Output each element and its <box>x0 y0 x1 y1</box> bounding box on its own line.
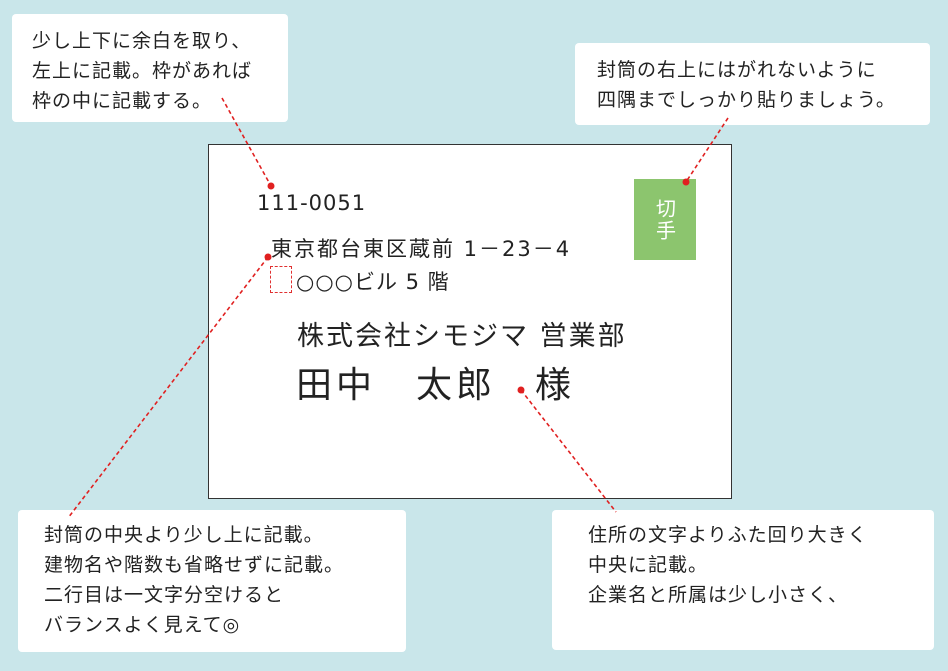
note-line: 建物名や階数も省略せずに記載。 <box>44 554 345 576</box>
note-line: 封筒の右上にはがれないように <box>597 59 877 81</box>
note-line: 四隅までしっかり貼りましょう。 <box>597 89 896 111</box>
note-line: 左上に記載。枠があれば <box>32 60 253 82</box>
leader-dot <box>267 182 275 190</box>
note-line: 二行目は一文字分空けると <box>44 584 285 606</box>
company-name: 株式会社シモジマ 営業部 <box>297 321 627 352</box>
leader-name <box>520 389 617 513</box>
note-line: 住所の文字よりふた回り大きく <box>588 524 868 546</box>
leader-stamp <box>685 117 729 183</box>
note-line: 中央に記載。 <box>588 554 709 576</box>
recipient-name: 田中 太郎 <box>296 365 497 406</box>
honorific: 様 <box>535 365 572 406</box>
leader-address <box>67 256 269 519</box>
note-address: 封筒の中央より少し上に記載。 建物名や階数も省略せずに記載。 二行目は一文字分空… <box>18 510 406 652</box>
address-line-1: 東京都台東区蔵前 1－23－4 <box>271 237 572 261</box>
note-line: 封筒の中央より少し上に記載。 <box>44 524 324 546</box>
note-recipient-name: 住所の文字よりふた回り大きく 中央に記載。 企業名と所属は少し小さく、 <box>552 510 934 650</box>
note-return-address: 少し上下に余白を取り、 左上に記載。枠があれば 枠の中に記載する。 <box>12 14 288 122</box>
note-line: 枠の中に記載する。 <box>32 90 213 112</box>
note-line: バランスよく見えて◎ <box>44 614 241 636</box>
leader-dot <box>517 386 525 394</box>
note-line: 企業名と所属は少し小さく、 <box>588 584 849 606</box>
leader-return-address <box>221 97 272 187</box>
indent-marker <box>270 266 292 293</box>
address-line-2: ○○○ビル 5 階 <box>296 270 450 294</box>
note-line: 少し上下に余白を取り、 <box>32 30 252 52</box>
note-stamp: 封筒の右上にはがれないように 四隅までしっかり貼りましょう。 <box>575 43 930 125</box>
stamp: 切手 <box>634 179 696 260</box>
leader-dot <box>264 253 272 261</box>
leader-dot <box>682 178 690 186</box>
postal-code: 111-0051 <box>257 191 367 215</box>
